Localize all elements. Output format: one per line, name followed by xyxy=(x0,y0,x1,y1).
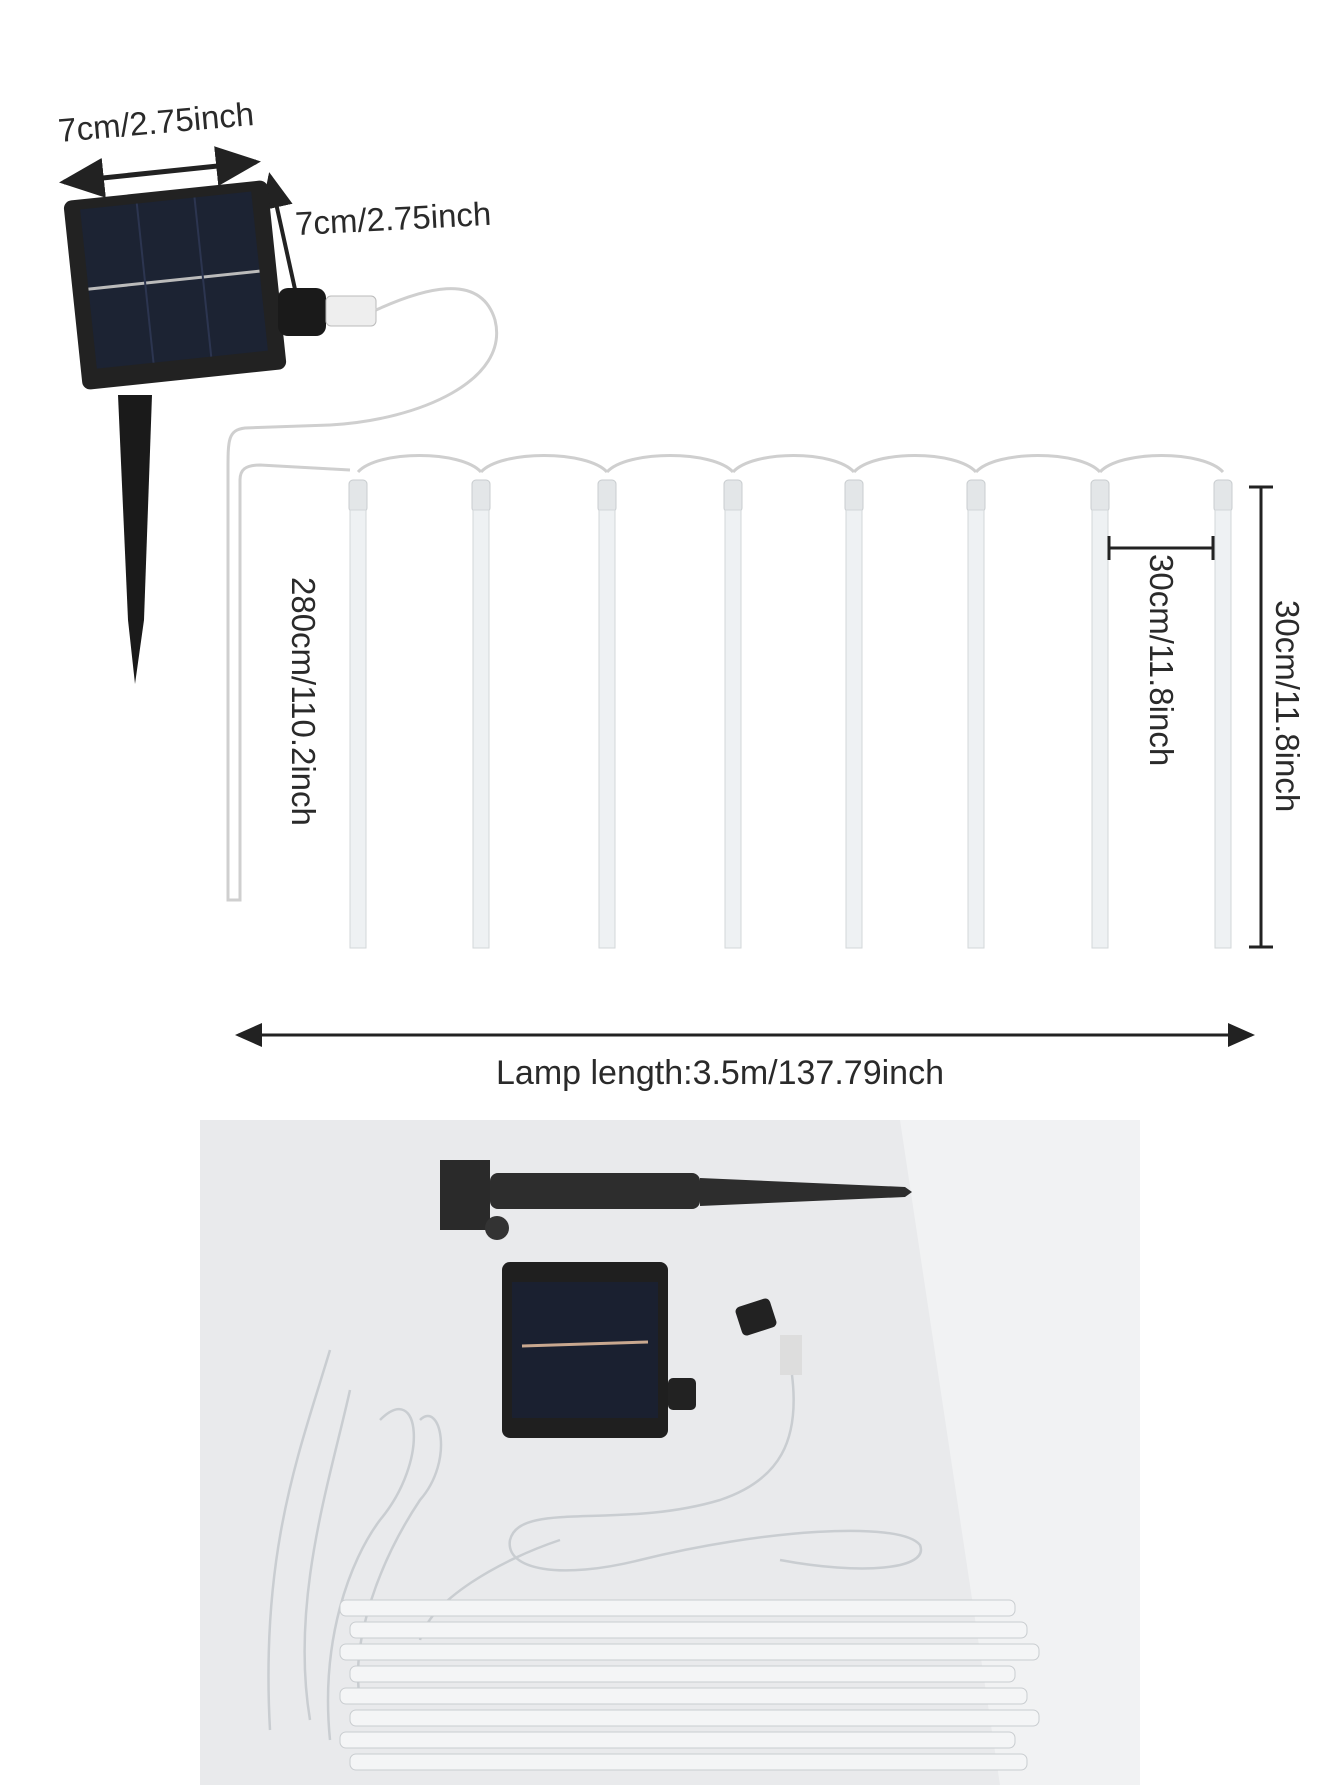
led-tube xyxy=(349,509,367,949)
tube-cap xyxy=(471,479,491,513)
led-tube xyxy=(724,509,742,949)
photo-led-tube xyxy=(349,1709,1040,1727)
tube-cap xyxy=(348,479,368,513)
connector xyxy=(278,288,326,336)
tube-wire xyxy=(605,454,735,474)
photo-stake xyxy=(440,1160,912,1240)
tube-wire xyxy=(479,454,609,474)
led-tube xyxy=(598,509,616,949)
tube-cap xyxy=(844,479,864,513)
led-tube xyxy=(1214,509,1232,949)
photo-led-tube xyxy=(339,1687,1028,1705)
tube-cap xyxy=(966,479,986,513)
tube-cap xyxy=(597,479,617,513)
lead-cable-label: 280cm/110.2inch xyxy=(285,577,322,826)
photo-led-tube xyxy=(349,1753,1028,1771)
photo-led-tube xyxy=(339,1599,1016,1617)
photo-led-tube xyxy=(349,1621,1028,1639)
tube-cap xyxy=(1213,479,1233,513)
panel-width-arrow xyxy=(59,146,261,198)
photo-led-tube xyxy=(339,1731,1016,1749)
tube-wire xyxy=(974,454,1102,474)
tube-spacing-label: 30cm/11.8inch xyxy=(1143,554,1180,767)
solar-panel xyxy=(63,180,287,390)
tube-wire xyxy=(356,454,483,474)
led-tube xyxy=(845,509,863,949)
photo-led-tube xyxy=(349,1665,1016,1683)
photo-led-tube xyxy=(339,1643,1040,1661)
led-tube xyxy=(1091,509,1109,949)
lamp-length-label: Lamp length:3.5m/137.79inch xyxy=(496,1054,944,1092)
led-tube xyxy=(967,509,985,949)
lead-cable xyxy=(226,287,499,902)
tube-wire xyxy=(852,454,978,474)
ground-stake xyxy=(118,395,152,684)
tube-length-label: 30cm/11.8inch xyxy=(1269,600,1306,813)
tube-wire xyxy=(1098,454,1225,474)
tube-cap xyxy=(1090,479,1110,513)
tube-wire xyxy=(731,454,856,474)
product-photo xyxy=(200,1120,1140,1785)
photo-solar-panel xyxy=(502,1262,802,1438)
led-tube xyxy=(472,509,490,949)
tube-cap xyxy=(723,479,743,513)
